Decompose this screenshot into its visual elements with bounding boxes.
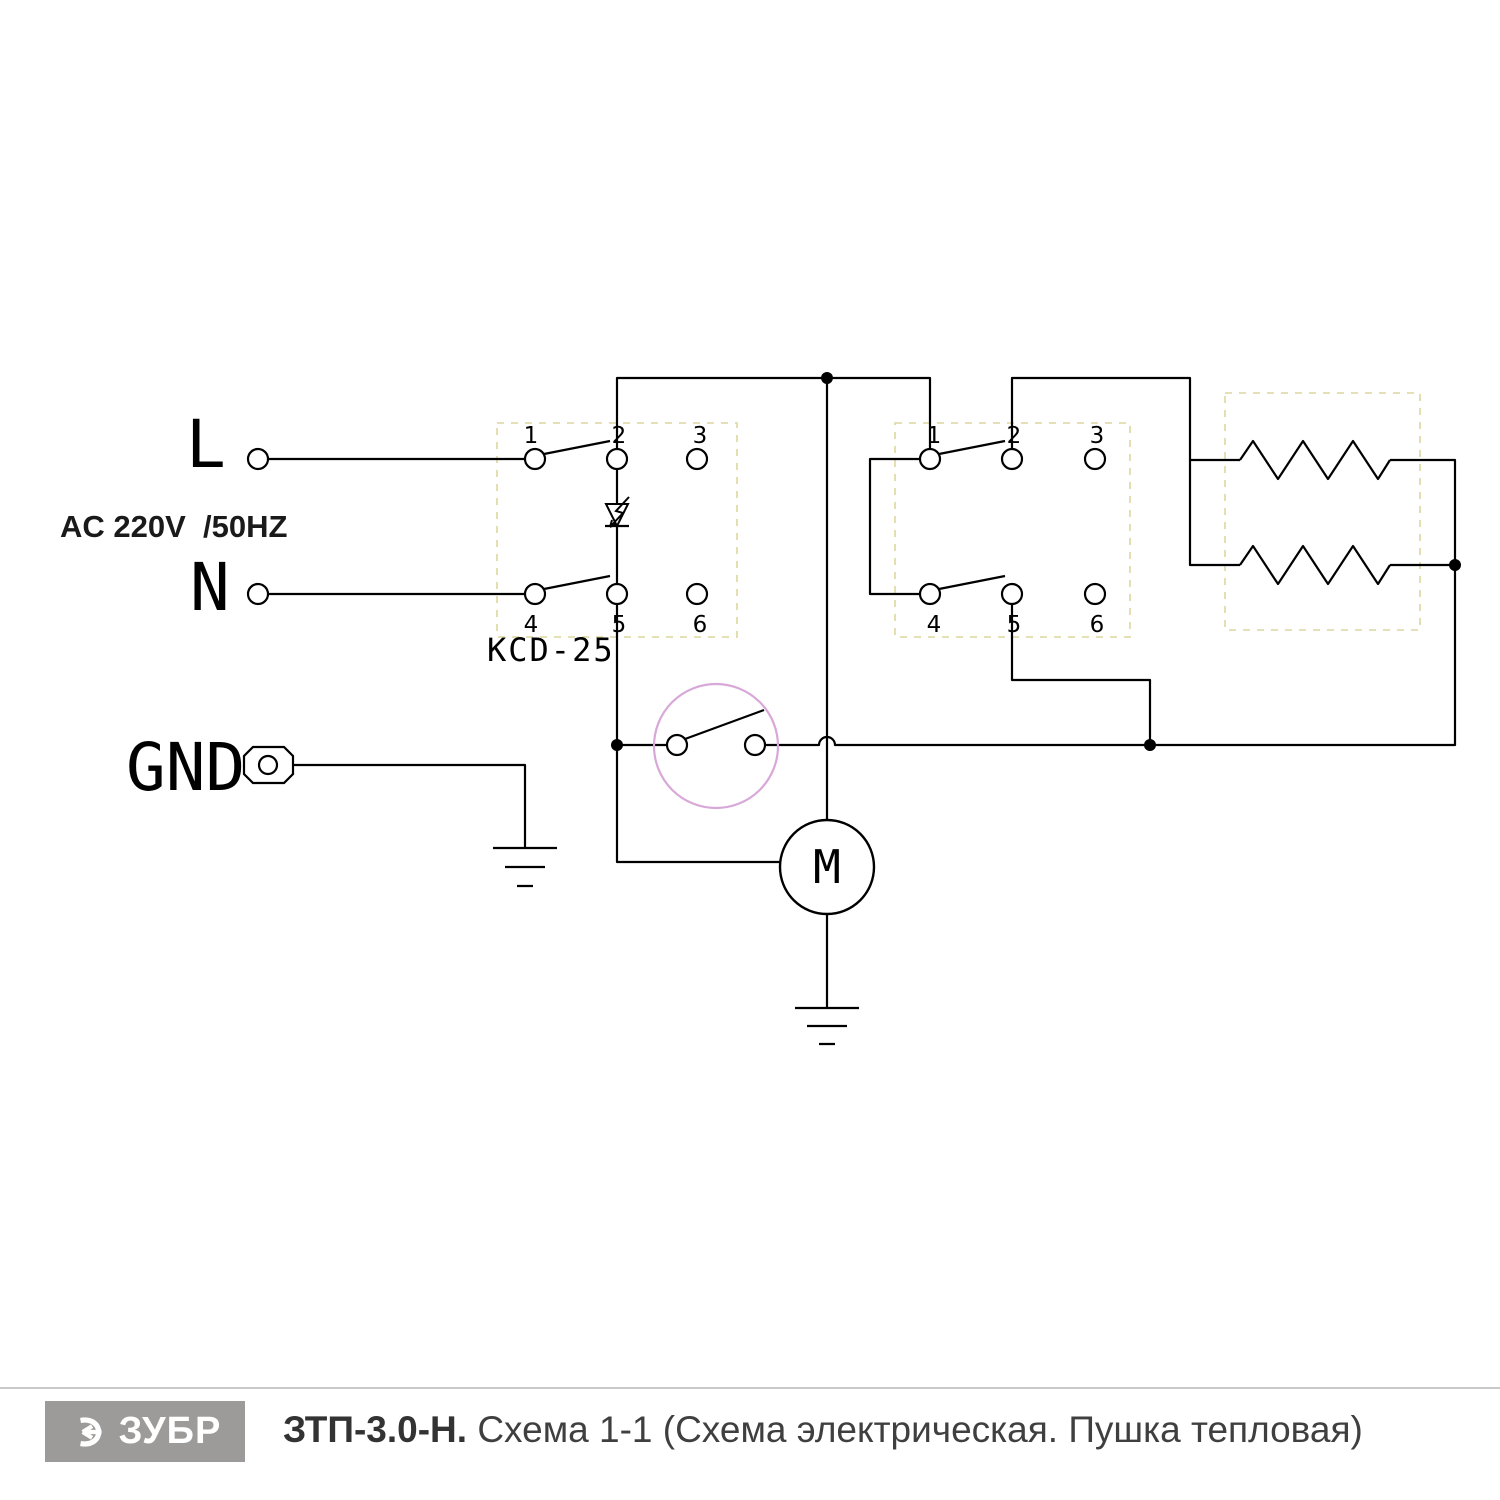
top-bus-wire [615, 376, 932, 449]
heater-resistor-bottom [1239, 544, 1391, 586]
terminal-number: 2 [1007, 423, 1022, 449]
terminal [523, 582, 547, 606]
junction-dot [611, 739, 623, 751]
terminal [605, 447, 629, 471]
labels: L N GND AC 220V /50HZ KCD-25 1 2 3 4 5 6… [60, 406, 1104, 806]
terminal-number: 3 [693, 423, 708, 449]
gnd-hole [257, 754, 279, 776]
power-switch-label: KCD-25 [487, 631, 615, 669]
terminal [523, 447, 547, 471]
heater-box [1224, 392, 1421, 631]
terminal-number: 3 [1090, 423, 1105, 449]
lamp-triangle [604, 503, 630, 529]
junction-dots [611, 372, 1461, 751]
motor-ground-symbol [795, 914, 859, 1046]
junction-dot [1449, 559, 1461, 571]
terminal-number: 2 [612, 423, 627, 449]
gnd-terminal [242, 745, 295, 785]
zubr-logo: ЗУБР [45, 1401, 245, 1462]
terminals [246, 447, 1107, 757]
terminal [685, 447, 709, 471]
brand-name: ЗУБР [118, 1410, 222, 1452]
terminal-number: 6 [693, 612, 708, 638]
caption-subtitle: Схема 1-1 (Схема электрическая. Пушка те… [477, 1409, 1363, 1450]
terminal-number: 1 [524, 423, 539, 449]
switch2-lever-bottom [938, 574, 1006, 591]
terminal-number: 1 [927, 423, 942, 449]
ac-rating-label: AC 220V /50HZ [60, 509, 287, 544]
terminal-number: 6 [1090, 612, 1105, 638]
thermal-contact [743, 733, 767, 757]
zubr-logo-mark-icon [79, 1417, 102, 1446]
caption: ЗТП-3.0-Н. Схема 1-1 (Схема электрическа… [283, 1409, 1363, 1451]
terminal [1000, 447, 1024, 471]
model-number: ЗТП-3.0-Н. [283, 1409, 468, 1450]
earth-ground-symbol [293, 763, 557, 888]
heater-feed-wire [1010, 376, 1240, 567]
terminal [1000, 582, 1024, 606]
l-terminal [246, 447, 270, 471]
thermal-contact [665, 733, 689, 757]
switch2-output-wire [1010, 604, 1152, 745]
terminal-number: 5 [1007, 612, 1022, 638]
terminal [685, 582, 709, 606]
switch2-jumper-wire [868, 457, 920, 596]
terminal [1083, 582, 1107, 606]
switch1-lever-bottom [543, 574, 611, 591]
lamp-lightning-icon [609, 496, 630, 528]
motor-left-wire [615, 604, 780, 864]
thermal-cutout-circle [652, 682, 780, 810]
line-label: L [186, 406, 226, 483]
ground-label: GND [126, 729, 245, 806]
terminal [1083, 447, 1107, 471]
terminal-number: 4 [524, 612, 539, 638]
switch2-lever-top [938, 439, 1006, 456]
junction-dot [1144, 739, 1156, 751]
heating-elements [1239, 439, 1391, 586]
motor-symbol: M [778, 818, 876, 916]
indicator-lamp [604, 469, 630, 584]
heater-resistor-top [1239, 439, 1391, 481]
neutral-label: N [190, 549, 230, 626]
thermal-return-wire [765, 458, 1457, 747]
switch1-lever-top [543, 439, 611, 456]
junction-dot [821, 372, 833, 384]
terminal [918, 447, 942, 471]
motor-label: M [813, 840, 841, 894]
terminal-number: 5 [612, 612, 627, 638]
thermal-switch-lever [684, 708, 765, 741]
terminal-number: 4 [927, 612, 942, 638]
wiring [268, 376, 1457, 1046]
n-terminal [246, 582, 270, 606]
terminal [918, 582, 942, 606]
motor-circle [778, 818, 876, 916]
footer-divider [0, 1387, 1500, 1389]
terminal [605, 582, 629, 606]
